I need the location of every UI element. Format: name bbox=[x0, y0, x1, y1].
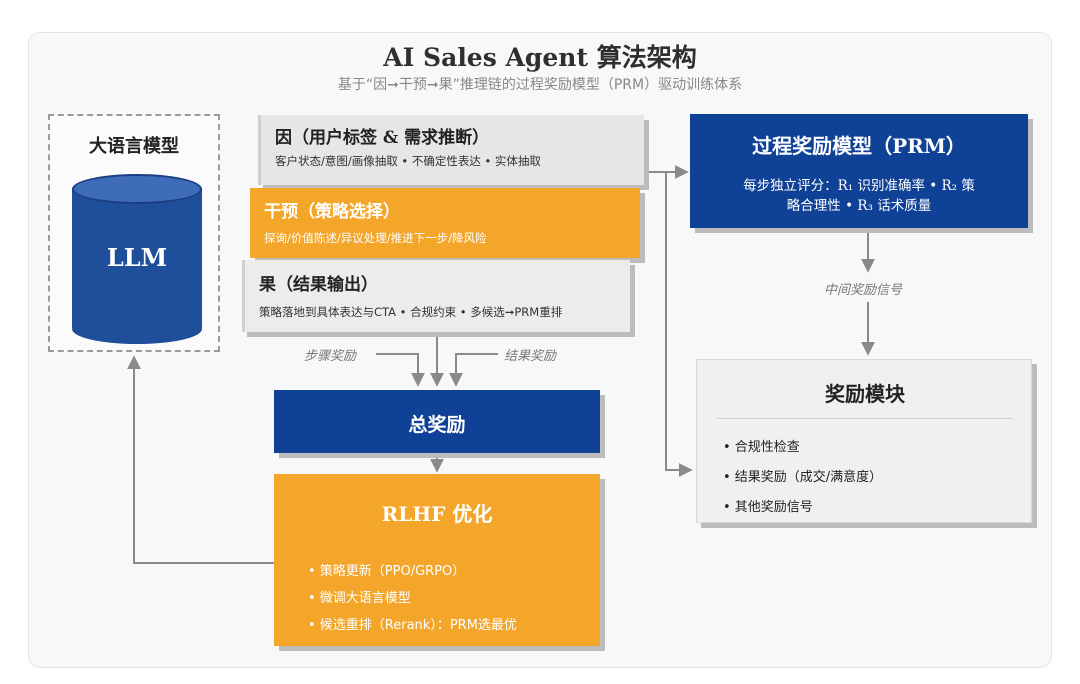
reward-module-box: 奖励模块 • 合规性检查 • 结果奖励（成交/满意度） • 其他奖励信号 bbox=[696, 359, 1032, 523]
effect-box: 果（结果输出） 策略落地到具体表达与CTA • 合规约束 • 多候选➞PRM重排 bbox=[242, 260, 630, 332]
intermediate-signal-label: 中间奖励信号 bbox=[822, 279, 905, 298]
rlhf-item: • 策略更新（PPO/GRPO） bbox=[308, 564, 466, 579]
rlhf-item: • 微调大语言模型 bbox=[308, 591, 411, 606]
diagram-subtitle: 基于“因➞干预➞果”推理链的过程奖励模型（PRM）驱动训练体系 bbox=[337, 77, 743, 93]
divider bbox=[717, 418, 1013, 419]
rlhf-item: • 候选重排（Rerank）：PRM选最优 bbox=[308, 618, 517, 633]
step-reward-label: 步骤奖励 bbox=[304, 349, 357, 364]
effect-title: 果（结果输出） bbox=[259, 275, 378, 295]
prm-desc-line2: 略合理性 • R₃ 话术质量 bbox=[786, 198, 932, 214]
cause-title: 因（用户标签 & 需求推断） bbox=[275, 128, 490, 148]
intervention-box: 干预（策略选择） 探询/价值陈述/异议处理/推进下一步/降风险 bbox=[250, 188, 640, 258]
rlhf-box: RLHF 优化 • 策略更新（PPO/GRPO） • 微调大语言模型 • 候选重… bbox=[274, 474, 600, 646]
llm-cylinder-text: LLM bbox=[106, 243, 168, 272]
result-reward-label: 结果奖励 bbox=[504, 349, 557, 364]
cause-desc: 客户状态/意图/画像抽取 • 不确定性表达 • 实体抽取 bbox=[275, 154, 541, 168]
intervention-desc: 探询/价值陈述/异议处理/推进下一步/降风险 bbox=[264, 231, 487, 245]
prm-box: 过程奖励模型（PRM） 每步独立评分：R₁ 识别准确率 • R₂ 策 略合理性 … bbox=[690, 114, 1028, 228]
llm-label: 大语言模型 bbox=[89, 136, 179, 157]
effect-desc: 策略落地到具体表达与CTA • 合规约束 • 多候选➞PRM重排 bbox=[259, 305, 563, 319]
total-reward-label: 总奖励 bbox=[408, 414, 466, 436]
database-cylinder-body bbox=[72, 188, 202, 328]
total-reward-box: 总奖励 bbox=[274, 390, 600, 453]
reward-module-item: • 结果奖励（成交/满意度） bbox=[723, 470, 883, 485]
prm-title: 过程奖励模型（PRM） bbox=[752, 134, 966, 158]
reward-module-item: • 其他奖励信号 bbox=[723, 500, 813, 515]
arrow-feedback-to-llm bbox=[127, 355, 274, 564]
arrow-step-reward bbox=[376, 353, 425, 387]
cause-box: 因（用户标签 & 需求推断） 客户状态/意图/画像抽取 • 不确定性表达 • 实… bbox=[258, 115, 644, 185]
rlhf-title: RLHF 优化 bbox=[381, 502, 493, 526]
prm-desc-line1: 每步独立评分：R₁ 识别准确率 • R₂ 策 bbox=[743, 178, 975, 194]
arrow-to-reward-module bbox=[665, 172, 693, 477]
reward-module-title: 奖励模块 bbox=[825, 382, 905, 406]
intervention-title: 干预（策略选择） bbox=[264, 202, 400, 222]
diagram-title: AI Sales Agent 算法架构 bbox=[383, 43, 697, 72]
database-cylinder-top bbox=[72, 174, 202, 204]
reward-module-item: • 合规性检查 bbox=[723, 440, 800, 455]
arrow-result-reward bbox=[449, 353, 498, 387]
